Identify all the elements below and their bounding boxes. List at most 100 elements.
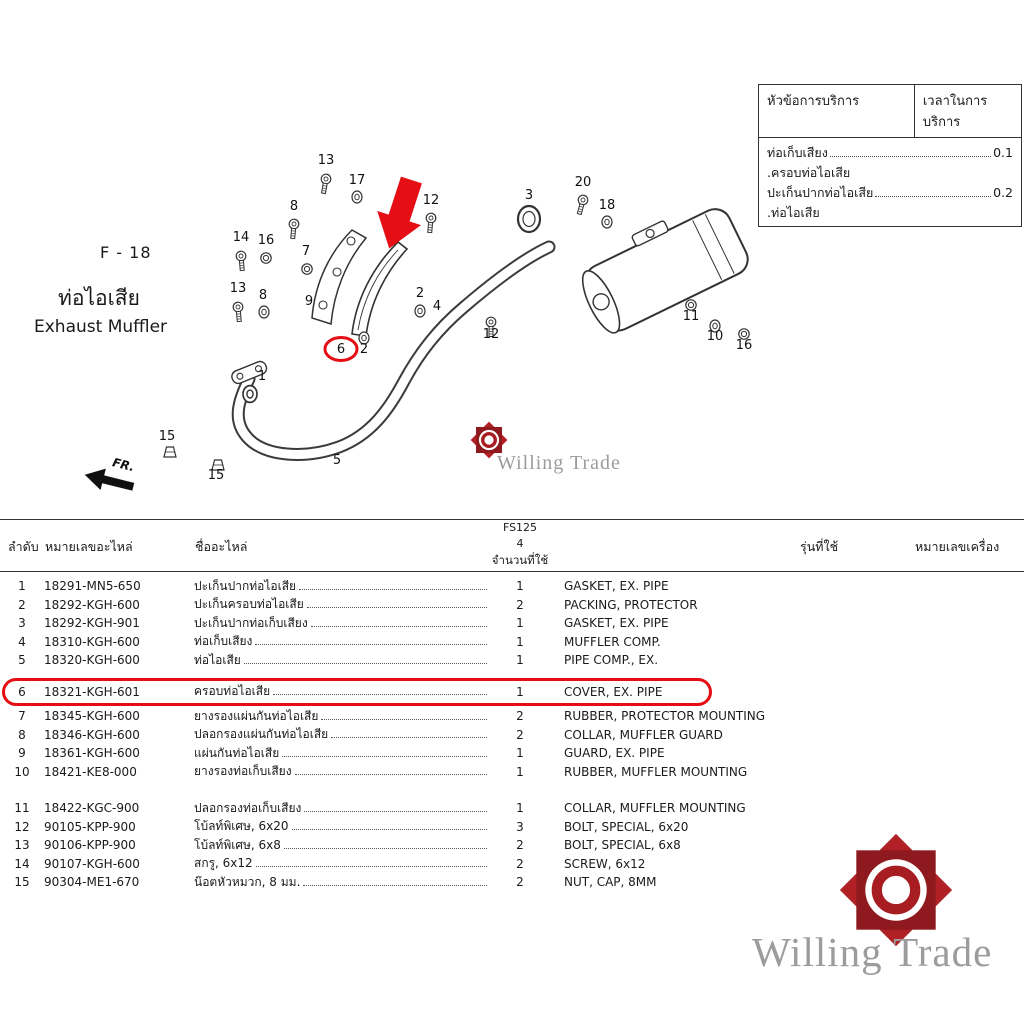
part-number-label: 9 <box>305 294 313 309</box>
header-model: FS125 <box>502 521 538 534</box>
row-part-name-english: GUARD, EX. PIPE <box>564 746 665 761</box>
table-row: 9 18361-KGH-600 แผ่นกันท่อไอเสีย 1 GUARD… <box>0 744 1024 763</box>
part-number-label: 1 <box>258 369 266 384</box>
row-quantity: 1 <box>516 801 524 816</box>
header-engine-number: หมายเลขเครื่อง <box>915 539 1000 554</box>
row-part-name-thai: โบ้ลท์พิเศษ, 6x20 <box>194 817 490 836</box>
row-part-name-english: PACKING, PROTECTOR <box>564 597 698 612</box>
row-part-name-english: RUBBER, PROTECTOR MOUNTING <box>564 709 766 724</box>
part-number-label: 16 <box>258 233 275 248</box>
table-body: 1 18291-MN5-650 ปะเก็นปากท่อไอเสีย 1 GAS… <box>0 577 1024 892</box>
part-number-label: 6 <box>337 342 345 357</box>
part-number-label: 15 <box>208 468 225 483</box>
part-number-label: 17 <box>349 173 366 188</box>
row-number: 11 <box>14 801 30 816</box>
table-top-rule <box>0 519 1024 520</box>
row-quantity: 2 <box>516 727 524 742</box>
table-row: 10 18421-KE8-000 ยางรองท่อเก็บเสียง 1 RU… <box>0 763 1024 782</box>
row-part-name-thai: ท่อเก็บเสียง <box>194 632 490 651</box>
row-part-name-thai: สกรู, 6x12 <box>194 854 490 873</box>
header-no: ลำดับ <box>8 539 39 554</box>
part-number-label: 5 <box>333 453 341 468</box>
table-row: 4 18310-KGH-600 ท่อเก็บเสียง 1 MUFFLER C… <box>0 633 1024 652</box>
row-quantity: 1 <box>516 579 524 594</box>
row-quantity: 1 <box>516 746 524 761</box>
service-entries: ท่อเก็บเสียง 0.1 .ครอบท่อไอเสีย ปะเก็นปา… <box>759 138 1021 223</box>
row-part-name-thai: ปลอกรองท่อเก็บเสียง <box>194 799 490 818</box>
table-row: 12 90105-KPP-900 โบ้ลท์พิเศษ, 6x20 3 BOL… <box>0 818 1024 837</box>
row-part-number: 18346-KGH-600 <box>44 727 140 742</box>
row-part-name-english: COLLAR, MUFFLER GUARD <box>564 727 723 742</box>
row-part-name-english: MUFFLER COMP. <box>564 634 661 649</box>
row-part-number: 18361-KGH-600 <box>44 746 140 761</box>
table-row: 2 18292-KGH-600 ปะเก็นครอบท่อไอเสีย 2 PA… <box>0 596 1024 615</box>
row-part-number: 18422-KGC-900 <box>44 801 140 816</box>
row-part-name-thai: ปะเก็นปากท่อไอเสีย <box>194 577 490 596</box>
part-number-label: 11 <box>683 309 700 324</box>
table-row: 11 18422-KGC-900 ปลอกรองท่อเก็บเสียง 1 C… <box>0 799 1024 818</box>
row-number: 7 <box>18 709 26 724</box>
row-number: 3 <box>18 616 26 631</box>
service-time-box: หัวข้อการบริการ เวลาในการบริการ ท่อเก็บเ… <box>758 84 1022 227</box>
row-number: 4 <box>18 634 26 649</box>
row-number: 13 <box>14 838 30 853</box>
service-item-sub: .ครอบท่อไอเสีย <box>767 165 851 180</box>
row-quantity: 1 <box>516 634 524 649</box>
row-number: 15 <box>14 875 30 890</box>
row-number: 14 <box>14 856 30 871</box>
dotted-leader <box>321 718 487 720</box>
part-number-label: 16 <box>736 338 753 353</box>
dotted-leader <box>875 196 992 197</box>
row-quantity: 2 <box>516 597 524 612</box>
table-row: 15 90304-ME1-670 น๊อตหัวหมวก, 8 มม. 2 NU… <box>0 873 1024 892</box>
table-row: 7 18345-KGH-600 ยางรองแผ่นกันท่อไอเสีย 2… <box>0 707 1024 726</box>
dotted-leader <box>294 774 487 776</box>
service-time-header: เวลาในการบริการ <box>913 85 1021 137</box>
row-part-name-english: PIPE COMP., EX. <box>564 653 659 668</box>
table-row: 13 90106-KPP-900 โบ้ลท์พิเศษ, 6x8 2 BOLT… <box>0 836 1024 855</box>
row-number: 6 <box>18 684 26 699</box>
part-number-label: 10 <box>707 329 724 344</box>
row-part-name-thai: ยางรองแผ่นกันท่อไอเสีย <box>194 707 490 726</box>
row-part-name-thai: ปะเก็นครอบท่อไอเสีย <box>194 595 490 614</box>
row-quantity: 1 <box>516 764 524 779</box>
row-part-number: 18345-KGH-600 <box>44 709 140 724</box>
dotted-leader <box>282 755 487 757</box>
row-part-name-english: GASKET, EX. PIPE <box>564 579 669 594</box>
exhaust-pipe <box>231 240 556 461</box>
part-number-label: 14 <box>233 230 250 245</box>
row-part-name-thai: ยางรองท่อเก็บเสียง <box>194 762 490 781</box>
row-part-name-english: RUBBER, MUFFLER MOUNTING <box>564 764 748 779</box>
front-direction-arrow: FR. <box>84 455 136 491</box>
part-number-label: 20 <box>575 175 592 190</box>
row-part-name-thai: ท่อไอเสีย <box>194 651 490 670</box>
table-header-rule <box>0 571 1024 572</box>
table-row: 6 18321-KGH-601 ครอบท่อไอเสีย 1 COVER, E… <box>0 677 1024 706</box>
pipe-flange <box>231 360 268 385</box>
heat-shield-cover <box>351 240 409 337</box>
dotted-leader <box>273 694 487 696</box>
row-number: 12 <box>14 819 30 834</box>
table-row: 14 90107-KGH-600 สกรู, 6x12 2 SCREW, 6x1… <box>0 855 1024 874</box>
header-applicable-model: รุ่นที่ใช้ <box>800 539 839 554</box>
row-part-number: 18321-KGH-601 <box>44 684 140 699</box>
part-number-label: 12 <box>423 193 440 208</box>
row-part-number: 18292-KGH-600 <box>44 597 140 612</box>
watermark-text-center: Willing Trade <box>497 452 621 474</box>
muffler-body <box>581 208 749 334</box>
service-entry: ปะเก็นปากท่อไอเสีย 0.2 .ท่อไอเสีย <box>767 183 1013 223</box>
row-number: 5 <box>18 653 26 668</box>
guard-bracket <box>311 229 368 325</box>
part-6-red-circle <box>323 336 359 362</box>
red-arrow-annotation <box>377 176 422 249</box>
part-number-label: 4 <box>433 299 441 314</box>
header-part-number: หมายเลขอะไหล่ <box>45 539 133 554</box>
page-title-thai: ท่อไอเสีย <box>58 286 140 310</box>
row-quantity: 2 <box>516 856 524 871</box>
row-part-name-thai: น๊อตหัวหมวก, 8 มม. <box>194 873 490 892</box>
row-part-name-english: BOLT, SPECIAL, 6x20 <box>564 819 689 834</box>
page-title-english: Exhaust Muffler <box>34 317 168 337</box>
service-item-name: ปะเก็นปากท่อไอเสีย <box>767 185 874 200</box>
